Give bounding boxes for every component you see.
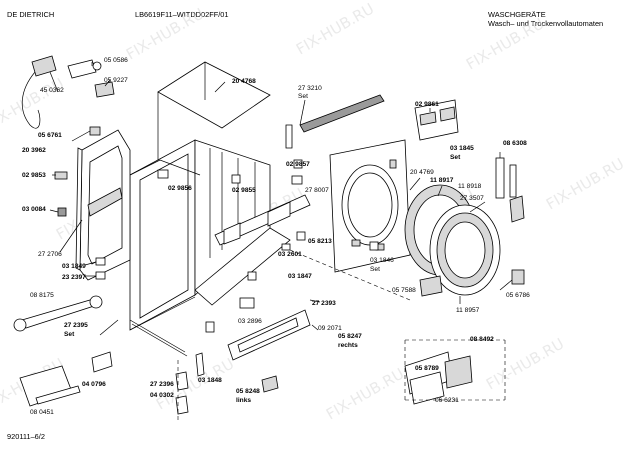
part-label: 23 2397	[62, 274, 86, 281]
part-label: 03 1846	[370, 257, 394, 264]
part-label: 02 9857	[286, 161, 310, 168]
part-label: 03 2601	[278, 251, 302, 258]
front-panel-frame	[75, 129, 131, 281]
part-label: Set	[298, 93, 308, 100]
control-bracket-part	[214, 159, 311, 246]
category-title: WASCHGERÄTE	[488, 10, 546, 19]
watermark-text: FIX-HUB.RU	[293, 0, 377, 58]
part-label: 05 6761	[38, 132, 62, 139]
document-number: 920111–6/2	[7, 432, 45, 441]
part-label: 03 1845	[450, 145, 474, 152]
door-handle-part	[495, 157, 525, 223]
part-label: 05 8789	[415, 365, 439, 372]
hose-parts	[91, 319, 279, 415]
part-label: 05 8247	[338, 333, 362, 340]
part-label: 27 2395	[64, 322, 88, 329]
part-label: 02 9855	[232, 187, 256, 194]
foot-plate-part	[19, 365, 81, 407]
part-label: 27 3210	[298, 85, 322, 92]
part-label: 02 9856	[168, 185, 192, 192]
small-parts	[22, 55, 525, 297]
part-label: 03 1848	[198, 377, 222, 384]
part-label: 03 0084	[22, 206, 46, 213]
part-label: rechts	[338, 342, 358, 349]
callout-lines	[49, 62, 513, 336]
part-label: Set	[450, 154, 461, 161]
part-label: Set	[370, 266, 380, 273]
part-label: links	[236, 397, 251, 404]
part-label: 03 1847	[288, 273, 312, 280]
part-label: 05 8213	[308, 238, 332, 245]
accessory-bag-parts	[404, 351, 473, 405]
part-label: 02 9853	[22, 172, 46, 179]
part-label: 27 8007	[305, 187, 329, 194]
part-label: 11 8918	[458, 183, 482, 190]
part-label: 08 8492	[470, 336, 494, 343]
top-rail-part	[285, 94, 385, 149]
part-label: 20 4768	[232, 78, 256, 85]
brand-name: DE DIETRICH	[7, 10, 55, 19]
leader-lines	[177, 249, 506, 420]
part-label: 27 2706	[38, 251, 62, 258]
part-label: 11 8917	[430, 177, 454, 184]
part-label: 27 3507	[460, 195, 484, 202]
watermark-text: FIX-HUB.RU	[463, 15, 547, 74]
part-label: 05 6786	[506, 292, 530, 299]
part-label: 08 0451	[30, 409, 54, 416]
watermark-text: FIX-HUB.RU	[483, 335, 567, 394]
watermark-text: FIX-HUB.RU	[543, 155, 627, 214]
watermark-text: FIX-HUB.RU	[123, 5, 207, 64]
part-label: 27 2396	[150, 381, 174, 388]
cabinet-top-panel	[157, 61, 271, 129]
cabinet-frame	[129, 61, 291, 331]
watermark-text: FIX-HUB.RU	[0, 75, 67, 134]
door-assembly	[404, 184, 501, 296]
part-label: 05 8248	[236, 388, 260, 395]
part-label: 08 6308	[503, 140, 527, 147]
part-label: 08 8175	[30, 292, 54, 299]
part-label: 05 7588	[392, 287, 416, 294]
category-subtitle: Wasch– und Trockenvollautomaten	[488, 19, 604, 28]
spanner-tool	[13, 295, 103, 332]
part-label: 20 3962	[22, 147, 46, 154]
model-code: LB6619F11–WITDD02FF/01	[135, 10, 229, 19]
part-label: 05 9227	[104, 77, 128, 84]
part-label: 04 0302	[150, 392, 174, 399]
watermark-text: FIX-HUB.RU	[323, 365, 407, 424]
part-labels: 05 0586 45 0362 05 9227 20 4768 27 3210 …	[22, 57, 530, 416]
part-label: 03 1849	[62, 263, 86, 270]
part-label: 03 2896	[238, 318, 262, 325]
part-label: 05 0586	[104, 57, 128, 64]
part-label: 02 9861	[415, 101, 439, 108]
base-plate-part	[205, 297, 311, 361]
part-label: 04 0796	[82, 381, 106, 388]
part-label: 27 2393	[312, 300, 336, 307]
part-label: 06 6231	[435, 397, 459, 404]
hinge-bracket	[414, 99, 459, 141]
part-label: Set	[64, 331, 75, 338]
front-door-panel	[329, 139, 411, 273]
part-label: 09 2071	[318, 325, 342, 332]
part-label: 45 0362	[40, 87, 64, 94]
part-label: 20 4769	[410, 169, 434, 176]
part-label: 11 8957	[456, 307, 480, 314]
